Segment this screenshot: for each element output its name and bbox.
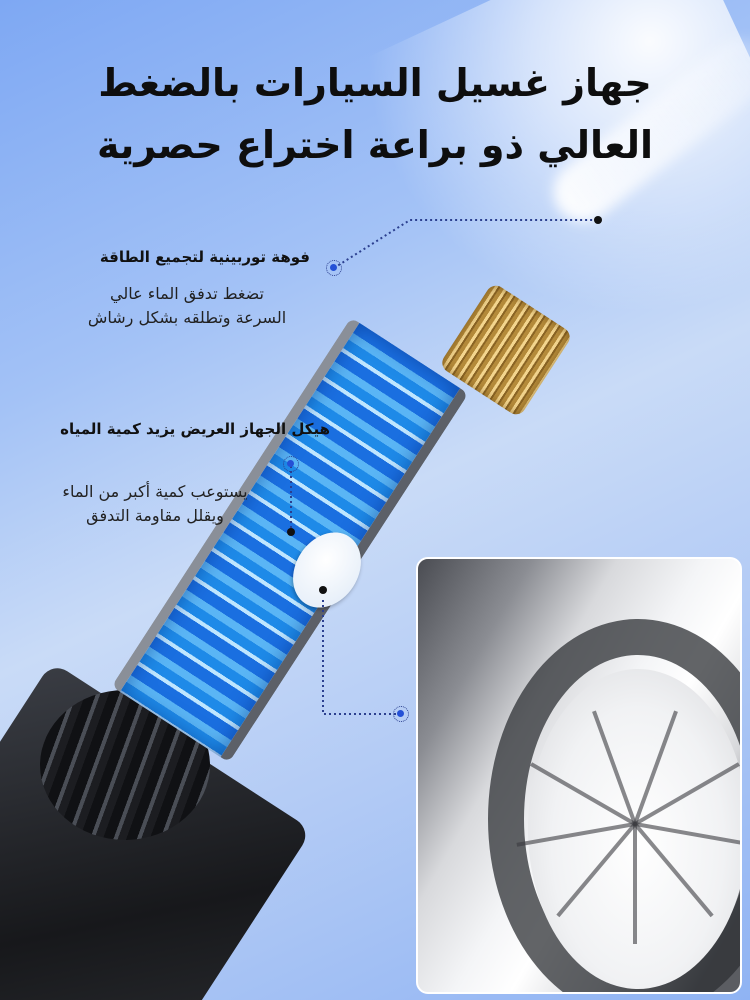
callout-nozzle-body: تضغط تدفق الماء عالي السرعة وتطلقه بشكل … xyxy=(62,282,312,330)
callout-body-line-1: يستوعب كمية أكبر من الماء xyxy=(62,482,248,501)
target-dot-icon xyxy=(283,456,299,472)
callout-nozzle-body-line-1: تضغط تدفق الماء عالي xyxy=(110,284,264,303)
line-end-dot-icon xyxy=(287,528,295,536)
page-title: جهاز غسيل السيارات بالضغط العالي ذو براع… xyxy=(0,52,750,176)
target-dot-icon xyxy=(326,260,342,276)
line-end-dot-icon xyxy=(319,586,327,594)
target-dot-icon xyxy=(393,706,409,722)
callout-body-line-2: ويقلل مقاومة التدفق xyxy=(86,506,224,525)
rim-spoke xyxy=(633,824,637,944)
callout-body-heading: هيكل الجهاز العريض يزيد كمية المياه xyxy=(60,420,330,438)
title-line-2: العالي ذو براعة اختراع حصرية xyxy=(96,123,654,167)
callout-nozzle-body-line-2: السرعة وتطلقه بشكل رشاش xyxy=(87,308,287,327)
car-wheel-wash-photo xyxy=(416,557,742,994)
callout-nozzle-heading: فوهة توربينية لتجميع الطاقة xyxy=(99,248,310,266)
callout-body-description: يستوعب كمية أكبر من الماء ويقلل مقاومة ا… xyxy=(40,480,270,528)
title-line-1: جهاز غسيل السيارات بالضغط xyxy=(98,61,652,105)
line-end-dot-icon xyxy=(594,216,602,224)
